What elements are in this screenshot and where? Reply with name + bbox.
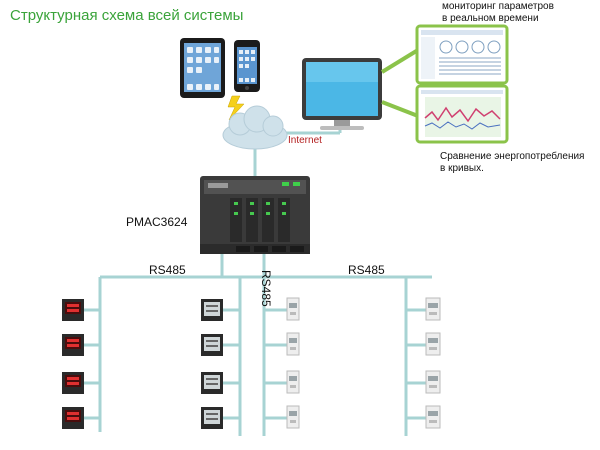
power-meter-icon xyxy=(201,407,223,429)
cloud-icon xyxy=(222,105,288,150)
meter-column-middle-right xyxy=(286,297,300,429)
comparison-text-line2: в кривых. xyxy=(440,163,484,174)
monitoring-text-line2: в реальном времени xyxy=(442,13,539,24)
callout-connectors xyxy=(380,48,420,118)
comparison-text-line1: Сравнение энергопотребления xyxy=(440,150,584,162)
monitoring-screenshot xyxy=(415,24,509,85)
internet-label: Internet xyxy=(288,135,322,146)
din-rail-meter-icon xyxy=(286,405,300,429)
din-rail-meter-icon xyxy=(286,370,300,394)
meter-column-middle-left xyxy=(201,299,223,429)
din-rail-meter-icon xyxy=(425,405,441,429)
rs485-label-right: RS485 xyxy=(348,263,385,277)
din-rail-meter-icon xyxy=(425,332,441,356)
din-rail-meter-icon xyxy=(425,370,441,394)
meter-column-left xyxy=(62,299,84,429)
phone-icon xyxy=(234,40,260,92)
din-rail-meter-icon xyxy=(286,332,300,356)
power-meter-icon xyxy=(62,407,84,429)
rs485-bus xyxy=(82,120,432,436)
power-meter-icon xyxy=(62,299,84,321)
din-rail-meter-icon xyxy=(425,297,441,321)
controller-label: PMAC3624 xyxy=(126,215,188,229)
rs485-label-vertical: RS485 xyxy=(259,270,273,307)
monitoring-text-line1: мониторинг параметров xyxy=(442,1,554,12)
din-rail-meter-icon xyxy=(286,297,300,321)
consumption-chart-screenshot xyxy=(415,84,509,144)
rs485-label-left: RS485 xyxy=(149,263,186,277)
page-title: Структурная схема всей системы xyxy=(10,7,243,24)
lightning-icon xyxy=(227,95,245,121)
meter-column-right xyxy=(425,297,441,429)
power-meter-icon xyxy=(62,372,84,394)
power-meter-icon xyxy=(201,334,223,356)
tablet-icon xyxy=(180,38,225,98)
power-meter-icon xyxy=(201,299,223,321)
controller-device xyxy=(200,176,310,254)
monitor-icon xyxy=(302,58,382,130)
power-meter-icon xyxy=(201,372,223,394)
power-meter-icon xyxy=(62,334,84,356)
